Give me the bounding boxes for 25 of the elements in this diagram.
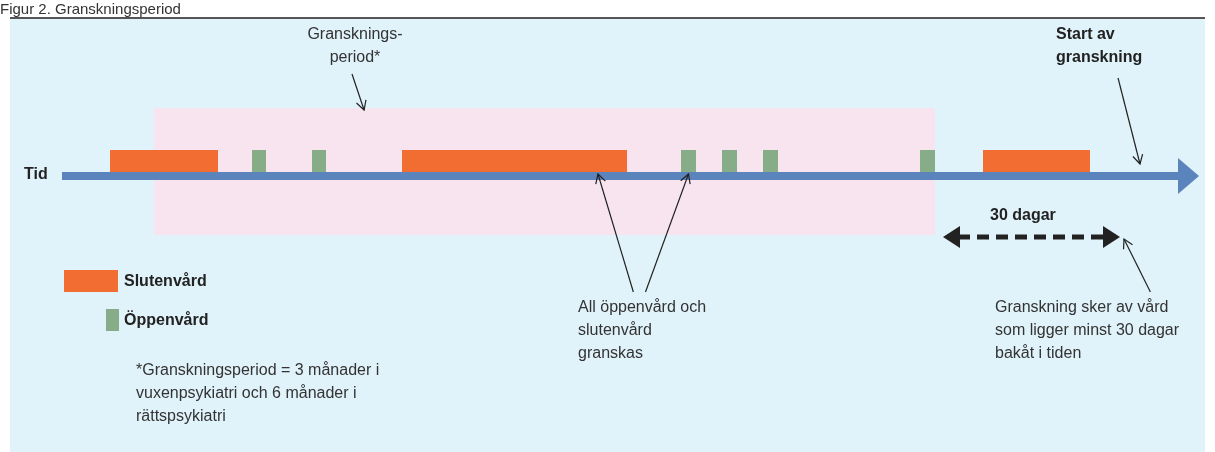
axis-label: Tid <box>24 164 48 184</box>
leader-arrow <box>1117 77 1144 165</box>
leader-arrow <box>351 73 367 111</box>
duration-label: 30 dagar <box>990 205 1056 225</box>
leader-arrow <box>644 173 691 293</box>
legend-label: Öppenvård <box>124 309 209 330</box>
figure-title: Figur 2. Granskningsperiod <box>0 0 181 17</box>
review-note: Granskning sker av vård som ligger minst 30 dagar bakåt i tiden <box>995 295 1180 364</box>
inpatient-bar <box>110 150 218 172</box>
legend-label: Slutenvård <box>124 271 207 291</box>
review-note: All öppenvård och slutenvård granskas <box>578 295 713 364</box>
outpatient-bar <box>920 150 935 172</box>
outpatient-bar <box>252 150 266 172</box>
outpatient-bar <box>722 150 737 172</box>
outpatient-bar <box>681 150 696 172</box>
period-label: Gransknings- period* <box>280 22 430 68</box>
outpatient-bar <box>763 150 778 172</box>
footnote: *Granskningsperiod = 3 månader i vuxenpsykiatri och 6 månader i rättspsykiatri <box>136 360 381 426</box>
inpatient-bar <box>402 150 627 172</box>
review-start-label: Start av granskning <box>1056 22 1166 68</box>
leader-arrow <box>1122 238 1151 293</box>
leader-arrow <box>595 173 634 293</box>
review-period-band <box>154 108 935 235</box>
inpatient-bar <box>983 150 1090 172</box>
outpatient-bar <box>312 150 326 172</box>
